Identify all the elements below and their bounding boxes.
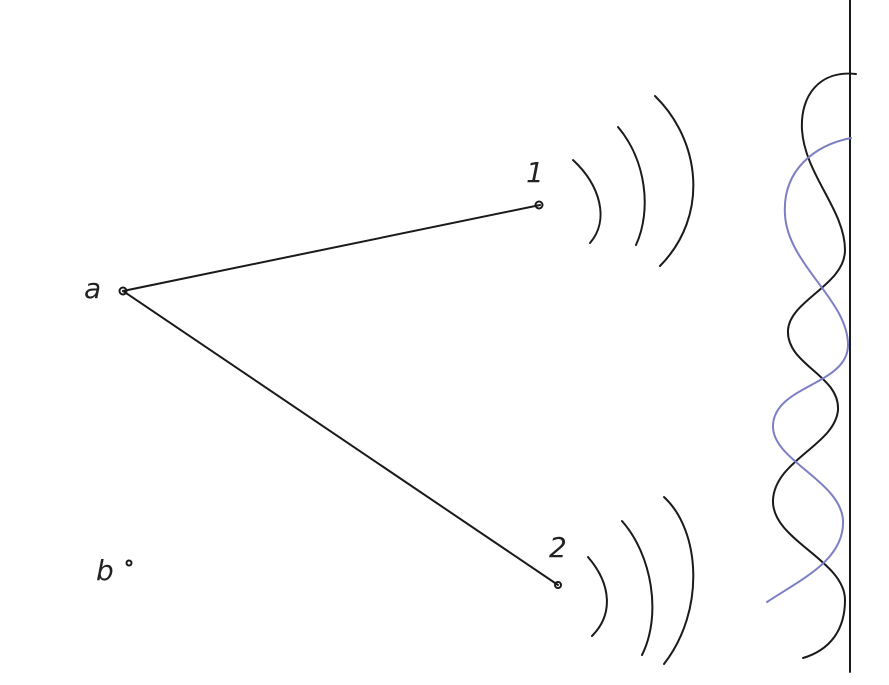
slit-2-label: 2 bbox=[549, 531, 567, 564]
wavefront-2a bbox=[587, 556, 608, 637]
ray-a-to-slit-2 bbox=[122, 290, 559, 586]
point-a-label: a bbox=[84, 272, 101, 305]
black-wave-pattern bbox=[771, 72, 857, 659]
wavefront-1c bbox=[654, 95, 695, 267]
wavefront-1a bbox=[572, 159, 602, 244]
point-a-marker bbox=[118, 286, 128, 296]
point-b-marker bbox=[125, 559, 133, 567]
ray-a-to-slit-1 bbox=[122, 204, 541, 292]
blue-wave-pattern bbox=[766, 137, 852, 603]
wavefront-2c bbox=[663, 496, 695, 665]
slit-1-marker bbox=[534, 200, 544, 210]
slit-1-label: 1 bbox=[526, 156, 544, 189]
wavefront-2b bbox=[621, 520, 654, 656]
wavefront-1b bbox=[617, 126, 646, 246]
point-b-label: b bbox=[96, 554, 114, 587]
slit-2-marker bbox=[554, 581, 562, 589]
